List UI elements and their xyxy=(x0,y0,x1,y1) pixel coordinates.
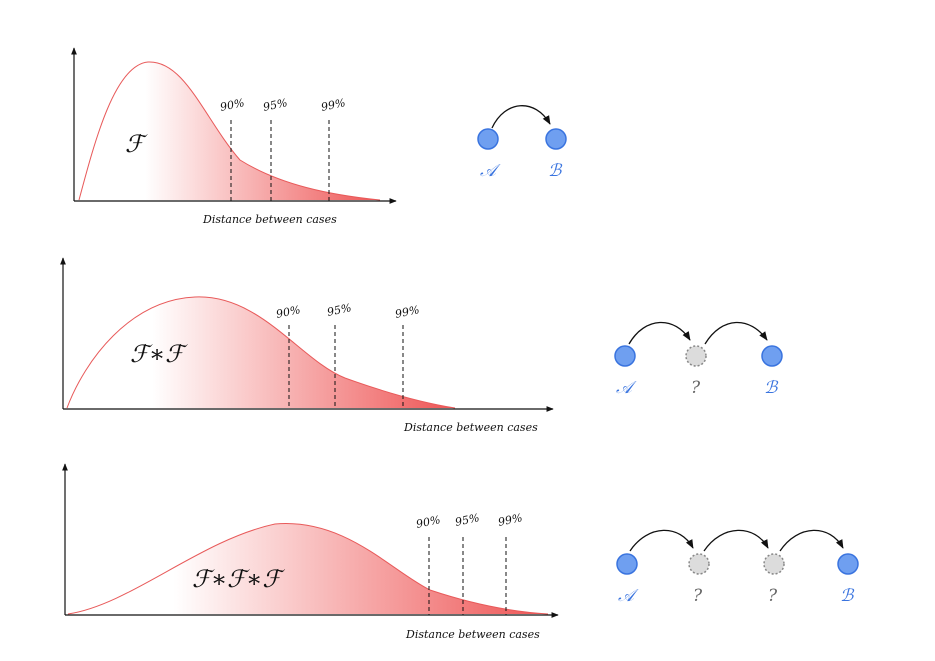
x-axis-label: Distance between cases xyxy=(202,213,337,226)
curve-label: ℱ xyxy=(125,130,148,158)
chain-arrow xyxy=(779,529,844,552)
x-axis-label: Distance between cases xyxy=(403,421,538,434)
chain-arrow xyxy=(629,529,694,552)
node-unknown xyxy=(688,553,710,575)
panel-3: 90% 95% 99% ℱ∗ℱ∗ℱ Distance between cases… xyxy=(62,463,859,641)
percentile-label-95: 95% xyxy=(262,96,289,114)
node-label: ℬ xyxy=(764,378,779,398)
node-label: ? xyxy=(768,586,778,606)
percentile-label-90: 90% xyxy=(219,96,246,114)
panel-1: 90% 95% 99% ℱ Distance between cases 𝒜 ℬ xyxy=(71,47,567,226)
distribution-curve xyxy=(66,296,456,409)
curve-label: ℱ∗ℱ∗ℱ xyxy=(192,565,285,593)
node-unknown xyxy=(685,345,707,367)
node-label: 𝒜 xyxy=(616,378,637,398)
percentile-label-95: 95% xyxy=(326,301,353,319)
node-known xyxy=(761,345,783,367)
node-known xyxy=(477,128,499,150)
node-known xyxy=(837,553,859,575)
chain-arrow xyxy=(491,105,551,129)
node-known xyxy=(616,553,638,575)
panel-2: 90% 95% 99% ℱ∗ℱ Distance between cases 𝒜… xyxy=(60,257,783,434)
distribution-fill xyxy=(67,296,455,408)
chain-arrow xyxy=(704,321,768,345)
node-known xyxy=(545,128,567,150)
node-label: ? xyxy=(693,586,703,606)
distribution-curve xyxy=(78,61,381,201)
node-label: ℬ xyxy=(840,586,855,606)
x-axis-label: Distance between cases xyxy=(405,628,540,641)
node-label: ? xyxy=(691,378,701,398)
node-label: 𝒜 xyxy=(480,161,501,181)
curve-label: ℱ∗ℱ xyxy=(130,340,188,368)
node-known xyxy=(614,345,636,367)
node-label: 𝒜 xyxy=(618,586,639,606)
distribution-fill xyxy=(79,61,380,200)
distribution-curve xyxy=(67,523,549,615)
percentile-label-99: 99% xyxy=(497,511,524,529)
percentile-label-90: 90% xyxy=(275,303,302,321)
percentile-label-99: 99% xyxy=(394,303,421,321)
percentile-label-90: 90% xyxy=(415,513,442,531)
percentile-label-95: 95% xyxy=(454,511,481,529)
node-label: ℬ xyxy=(548,161,563,181)
distribution-fill xyxy=(68,523,548,614)
chain-arrow xyxy=(628,321,691,345)
percentile-label-99: 99% xyxy=(320,96,347,114)
chain-arrow xyxy=(703,529,769,552)
node-unknown xyxy=(763,553,785,575)
